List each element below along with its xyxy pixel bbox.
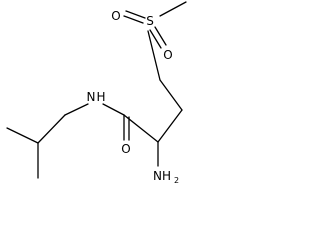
bond-carbonyl-nitrogen [102,103,125,116]
bond-alpha-carbonyl [123,114,159,143]
atom-amine-subscript: 2 [174,176,179,185]
atom-amide-nitrogen: N [87,90,96,104]
bond-methyl-sulfur [159,1,187,17]
atom-oxygen-bottom: O [163,48,172,62]
bond-ch2-alpha [157,109,183,143]
atom-carbonyl-oxygen: O [121,142,130,156]
atom-sulfur: S [146,14,154,28]
bond-ch-methyl-a [6,127,39,144]
bond-sulfur-oxygen-bottom-a [149,29,162,49]
molecule-diagram: O S O N H O NH 2 [6,1,187,185]
bond-sulfur-oxygen-top-b [123,15,144,24]
bond-nitrogen-ch2 [64,103,89,116]
bond-group [6,1,187,179]
bond-ch2-ch [37,114,66,144]
atom-oxygen-top: O [111,9,120,23]
bond-sulfur-ch2 [147,30,161,81]
bond-sulfur-oxygen-top-a [125,10,146,19]
structure-canvas: O S O N H O NH 2 [6,1,187,185]
atom-amine-nitrogen: NH [153,169,171,183]
bond-sulfur-oxygen-bottom-b [154,26,167,46]
bond-ch2-ch2 [159,79,183,111]
atom-amide-hydrogen: H [96,90,105,104]
